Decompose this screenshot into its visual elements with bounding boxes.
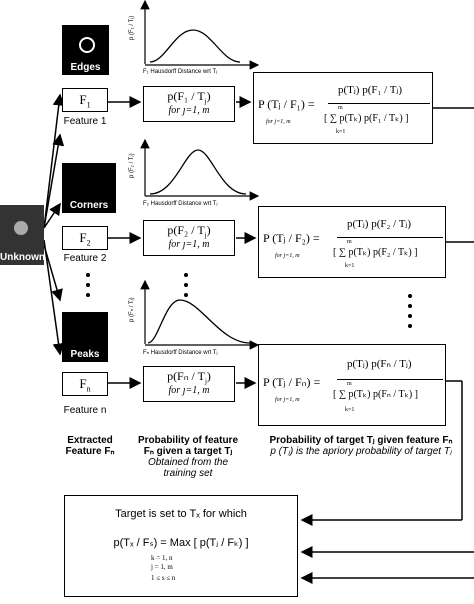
corners-label: Corners — [69, 200, 109, 211]
bayes-2-m: m — [347, 239, 352, 245]
prob-box-2-sub: for ȷ=1, m — [168, 239, 210, 251]
feature-box-1-sub: 1 — [86, 100, 91, 110]
bayes-box-1: P (Tⱼ / F₁) = for j=1, m p(Tⱼ) p(F₁ / Tⱼ… — [253, 72, 433, 144]
decision-cond1: k = 1, n — [151, 554, 173, 562]
bayes-1-denominator: [ ∑ p(Tₖ) p(F₁ / Tₖ) ] — [324, 113, 409, 124]
feature-box-2: F2 — [62, 226, 108, 250]
graph-n-ylabel: p (Fₙ / Tⱼ) — [129, 297, 135, 322]
bayes-box-n: P (Tⱼ / Fₙ) = for j=1, m p(Tⱼ) p(Fₙ / Tⱼ… — [258, 344, 446, 426]
arrow-unknown-to-f1 — [43, 133, 65, 229]
feature-box-n-sub: n — [86, 384, 91, 394]
bayes-n-lhs: P (Tⱼ / Fₙ) = — [263, 375, 321, 389]
feature-box-1: F1 — [62, 88, 108, 112]
prob-box-1-sub: for ȷ=1, m — [168, 105, 210, 117]
caption-extracted: Extracted Feature Fₙ — [50, 435, 130, 457]
bayes-1-numerator: p(Tⱼ) p(F₁ / Tⱼ) — [338, 84, 402, 96]
corners-thumbnail: Corners — [62, 163, 116, 213]
arrow-unknown-to-edges — [43, 93, 65, 229]
feature-box-n-text: F — [79, 376, 87, 391]
graph-n — [140, 279, 260, 350]
bayes-1-k: k=1 — [336, 129, 346, 135]
bayes-2-numerator: p(Tⱼ) p(F₂ / Tⱼ) — [347, 218, 411, 230]
edges-thumbnail: Edges — [62, 25, 109, 75]
caption-extracted-line1: Extracted — [67, 435, 113, 446]
arrow-unknown-to-fn — [43, 244, 63, 302]
caption-prob-feature-line3: Obtained from the — [147, 457, 229, 468]
bayes-1-for: for j=1, m — [266, 119, 291, 125]
decision-box: Target is set to Tₓ for which p(Tₓ / Fₛ)… — [64, 495, 298, 597]
graph-2 — [140, 138, 260, 201]
bayes-2-denominator: [ ∑ p(Tₖ) p(F₂ / Tₖ) ] — [333, 247, 418, 258]
graph-1-xlabel: F₁ Hausdorff Distance wrt Tⱼ — [143, 69, 218, 75]
bayes-2-fraction-bar — [337, 237, 443, 238]
prob-box-1-text: p(F₁ / T — [167, 89, 205, 103]
edges-label: Edges — [70, 62, 101, 73]
ellipsis-dots — [86, 273, 412, 328]
bayes-box-2: P (Tⱼ / F₂) = for j=1, m p(Tⱼ) p(F₂ / Tⱼ… — [258, 206, 446, 278]
edges-shape — [79, 37, 95, 53]
bayes-n-m: m — [347, 381, 352, 387]
prob-box-2: p(F₂ / Tj) for ȷ=1, m — [143, 220, 235, 256]
bayes-2-lhs: P (Tⱼ / F₂) = — [263, 231, 320, 245]
feature-caption-1: Feature 1 — [63, 116, 107, 127]
graph-2-xlabel: F₂ Hausdorff Distance wrt Tⱼ — [143, 201, 218, 207]
feature-box-n: Fn — [62, 372, 108, 396]
decision-line1: Target is set to Tₓ for which — [115, 508, 247, 520]
feature-box-1-text: F — [79, 92, 87, 107]
feature-caption-2: Feature 2 — [63, 253, 107, 264]
prob-box-n-text: p(Fₙ / T — [167, 369, 205, 383]
bayes-2-k: k=1 — [345, 263, 355, 269]
decision-cond3: 1 ≤ s ≤ n — [151, 574, 176, 582]
bayes-1-lhs: P (Tⱼ / F₁) = — [258, 97, 315, 111]
caption-prob-feature-line2: Fₙ given a target Tⱼ — [143, 446, 233, 457]
prob-box-2-text: p(F₂ / T — [167, 223, 205, 237]
target-blob — [14, 221, 28, 235]
bayes-n-denominator: [ ∑ p(Tₖ) p(Fₙ / Tₖ) ] — [333, 389, 418, 400]
peaks-thumbnail: Peaks — [62, 312, 108, 362]
bayes-2-for: for j=1, m — [275, 253, 300, 259]
unknown-image: Unknown — [0, 205, 45, 265]
prob-box-1: p(F₁ / Tj) for ȷ=1, m — [143, 86, 235, 122]
caption-extracted-line2: Feature Fₙ — [65, 446, 115, 457]
peaks-label: Peaks — [70, 349, 100, 360]
feature-caption-n: Feature n — [63, 405, 107, 416]
graph-1 — [140, 0, 260, 70]
caption-prob-feature-line1: Probability of feature — [137, 435, 238, 446]
bayes-n-fraction-bar — [337, 379, 443, 380]
bayes-n-k: k=1 — [345, 407, 355, 413]
prob-box-n-sub: for ȷ=1, m — [168, 385, 210, 397]
prob-box-n: p(Fₙ / Tj) for ȷ=1, m — [143, 366, 235, 402]
graph-1-ylabel: p (F₁ / Tⱼ) — [129, 15, 135, 40]
bayes-n-numerator: p(Tⱼ) p(Fₙ / Tⱼ) — [347, 358, 412, 370]
caption-prob-target-line2: p (Tⱼ) is the apriory probability of tar… — [270, 446, 452, 457]
caption-prob-feature-line4: training set — [163, 468, 213, 479]
caption-prob-feature: Probability of feature Fₙ given a target… — [130, 435, 246, 479]
graph-2-ylabel: p (F₂ / Tⱼ) — [129, 153, 135, 178]
bayes-1-m: m — [338, 105, 343, 111]
graph-n-xlabel: Fₙ Hausdorff Distance wrt Tⱼ — [143, 350, 218, 356]
unknown-label: Unknown — [0, 252, 45, 263]
bayes-n-for: for j=1, m — [275, 397, 300, 403]
decision-cond2: j = 1, m — [151, 563, 173, 571]
caption-prob-target: Probability of target Tⱼ given feature F… — [252, 435, 470, 457]
feature-box-2-text: F — [79, 230, 87, 245]
bayes-1-fraction-bar — [328, 103, 430, 104]
feature-box-2-sub: 2 — [86, 238, 91, 248]
arrow-unknown-to-corners — [43, 202, 61, 229]
caption-prob-target-line1: Probability of target Tⱼ given feature F… — [269, 435, 453, 446]
decision-line2: p(Tₓ / Fₛ) = Max [ p(Tⱼ / Fₖ) ] — [113, 537, 249, 549]
